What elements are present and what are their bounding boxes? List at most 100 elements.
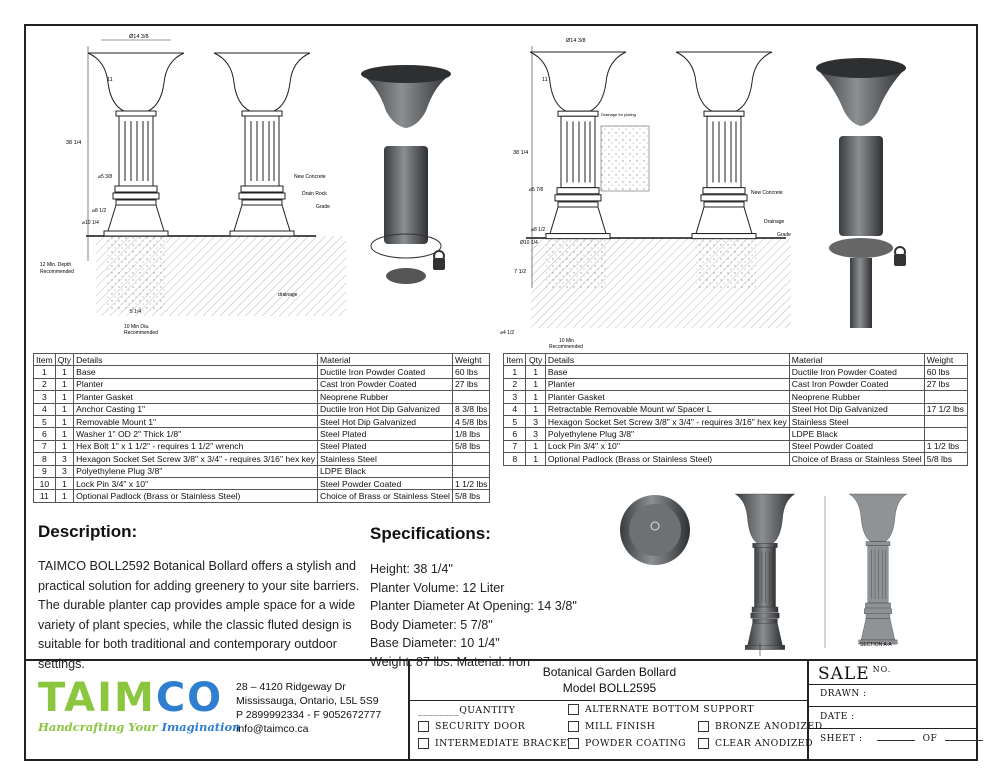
table-cell: 4 5/8 lbs bbox=[451, 414, 491, 429]
column-header: Weight bbox=[451, 352, 491, 367]
table-cell: Hex Bolt 1" x 1 1/2" - requires 1 1/2" w… bbox=[73, 439, 319, 454]
table-cell: 5/8 lbs bbox=[451, 439, 491, 454]
table-cell: 1 bbox=[33, 365, 56, 379]
svg-text:10 Min Dia.: 10 Min Dia. bbox=[124, 324, 149, 330]
option-mill-finish[interactable]: MILL FINISH bbox=[568, 721, 655, 732]
svg-text:Drainage for plating: Drainage for plating bbox=[601, 112, 636, 117]
spec-base-diameter: Base Diameter: 10 1/4" bbox=[370, 636, 500, 650]
svg-text:⌀10 1/4: ⌀10 1/4 bbox=[82, 220, 99, 226]
option-clear-anodized[interactable]: CLEAR ANODIZED bbox=[698, 738, 813, 749]
table-cell: 1 bbox=[54, 414, 75, 429]
table-cell: Choice of Brass or Stainless Steel bbox=[788, 452, 925, 466]
table-cell: 60 lbs bbox=[923, 365, 969, 379]
table-cell bbox=[451, 390, 491, 404]
table-cell: 3 bbox=[54, 464, 75, 478]
table-cell: Washer 1" OD 2" Thick 1/8" bbox=[73, 427, 319, 441]
table-cell: Removable Mount 1" bbox=[73, 414, 319, 429]
product-title: Botanical Garden Bollard Model BOLL2595 bbox=[542, 665, 677, 695]
checkbox[interactable] bbox=[568, 704, 579, 715]
column-header: Details bbox=[73, 352, 319, 367]
table-cell: Lock Pin 3/4" x 10" bbox=[73, 476, 319, 491]
sheet-field[interactable]: SHEET :OF bbox=[820, 734, 984, 744]
table-cell bbox=[451, 464, 491, 478]
table-cell: Hexagon Socket Set Screw 3/8" x 3/4" - r… bbox=[73, 452, 319, 466]
checkbox[interactable] bbox=[418, 721, 429, 732]
option-security-door[interactable]: SECURITY DOOR bbox=[418, 721, 525, 732]
svg-text:Grade: Grade bbox=[777, 232, 791, 238]
option-alternate-bottom-support[interactable]: ALTERNATE BOTTOM SUPPORT bbox=[568, 704, 754, 715]
drawn-field[interactable]: DRAWN : bbox=[820, 689, 867, 699]
svg-text:Ø14 3/8: Ø14 3/8 bbox=[129, 34, 149, 40]
taimco-logo: TAIMCO Handcrafting Your Imagination bbox=[38, 675, 241, 734]
option-intermediate-bracket[interactable]: INTERMEDIATE BRACKET bbox=[418, 738, 574, 749]
section-view: SECTION A-A bbox=[824, 493, 908, 648]
table-cell: 4 bbox=[502, 402, 527, 416]
title-block bbox=[24, 659, 978, 761]
table-cell: 3 bbox=[502, 390, 527, 404]
checkbox[interactable] bbox=[698, 738, 709, 749]
table-cell: 1 bbox=[525, 365, 546, 379]
table-cell bbox=[923, 414, 969, 429]
company-address: 28 – 4120 Ridgeway Dr Mississauga, Ontar… bbox=[236, 681, 382, 735]
table-cell: 11 bbox=[33, 489, 56, 503]
table-cell: 5 bbox=[33, 414, 56, 429]
svg-text:⌀4 1/2: ⌀4 1/2 bbox=[500, 330, 514, 336]
table-cell: 1 1/2 lbs bbox=[451, 476, 491, 491]
svg-text:⌀5 7/8: ⌀5 7/8 bbox=[529, 187, 543, 193]
option-powder-coating[interactable]: POWDER COATING bbox=[568, 738, 686, 749]
left-exploded-view bbox=[361, 65, 451, 284]
table-cell: Steel Powder Coated bbox=[788, 439, 925, 454]
table-cell: Cast Iron Powder Coated bbox=[317, 377, 453, 392]
column-header: Qty bbox=[525, 352, 546, 367]
table-cell: 1 bbox=[525, 439, 546, 454]
table-cell: Neoprene Rubber bbox=[317, 390, 453, 404]
svg-text:7 1/2: 7 1/2 bbox=[514, 269, 526, 275]
table-cell bbox=[923, 427, 969, 441]
table-cell: Neoprene Rubber bbox=[788, 390, 925, 404]
table-cell: Hexagon Socket Set Screw 3/8" x 3/4" - r… bbox=[544, 414, 790, 429]
table-cell: Steel Plated bbox=[317, 427, 453, 441]
svg-text:Drainage: Drainage bbox=[764, 219, 785, 225]
checkbox[interactable] bbox=[698, 721, 709, 732]
date-field[interactable]: DATE : bbox=[820, 712, 855, 722]
quantity-field[interactable]: ________QUANTITY bbox=[418, 705, 516, 716]
checkbox[interactable] bbox=[418, 738, 429, 749]
table-cell: LDPE Black bbox=[788, 427, 925, 441]
svg-text:10 Min: 10 Min bbox=[559, 338, 574, 344]
drawing-sheet-border bbox=[24, 24, 978, 761]
svg-text:38 1/4: 38 1/4 bbox=[513, 150, 528, 156]
table-cell: 1 bbox=[54, 476, 75, 491]
right-exploded-view bbox=[816, 58, 906, 328]
email-link[interactable]: info@taimco.ca bbox=[236, 723, 309, 735]
description-text: TAIMCO BOLL2592 Botanical Bollard offers… bbox=[38, 559, 360, 671]
table-cell: 1 bbox=[525, 377, 546, 392]
table-cell: 5/8 lbs bbox=[923, 452, 969, 466]
table-cell: 1/8 lbs bbox=[451, 427, 491, 441]
option-bronze-anodized[interactable]: BRONZE ANODIZED bbox=[698, 721, 823, 732]
table-cell: 3 bbox=[525, 427, 546, 441]
table-cell: Optional Padlock (Brass or Stainless Ste… bbox=[73, 489, 319, 503]
column-header: Material bbox=[788, 352, 925, 367]
table-cell: Anchor Casting 1" bbox=[73, 402, 319, 416]
spec-weight-material: Weight: 87 lbs. Material: Iron bbox=[370, 654, 531, 669]
svg-text:Ø14 3/8: Ø14 3/8 bbox=[566, 38, 586, 44]
checkbox[interactable] bbox=[568, 721, 579, 732]
table-cell: 1 bbox=[502, 365, 527, 379]
table-cell: Steel Plated bbox=[317, 439, 453, 454]
checkbox[interactable] bbox=[568, 738, 579, 749]
table-cell: Lock Pin 3/4" x 10" bbox=[544, 439, 790, 454]
svg-text:Recommended: Recommended bbox=[40, 269, 74, 275]
